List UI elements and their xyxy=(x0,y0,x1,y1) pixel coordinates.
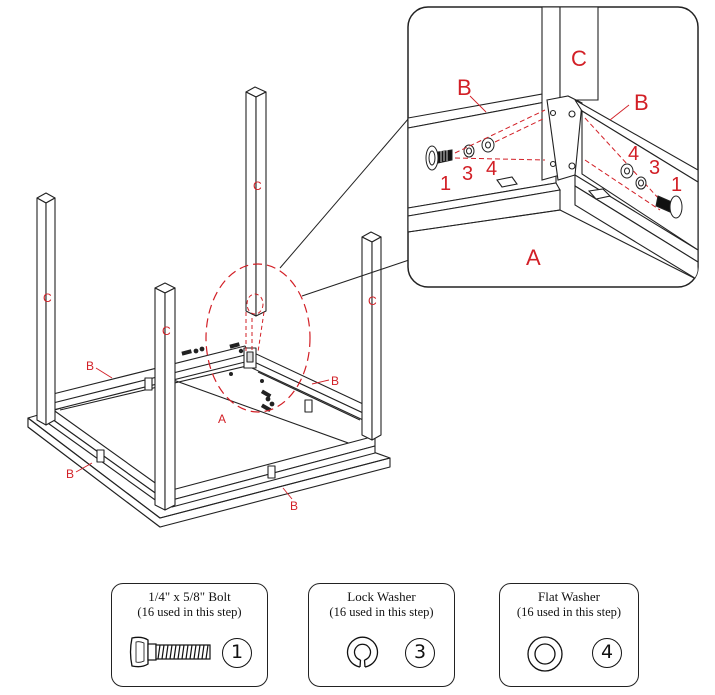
inset-label-rail-right: B xyxy=(634,90,649,115)
inset-label-lock-left: 3 xyxy=(462,163,473,185)
bolt-icon xyxy=(129,636,211,668)
part-usage: (16 used in this step) xyxy=(329,605,434,619)
part-number-badge: 4 xyxy=(592,638,622,668)
label-leg-front: C xyxy=(162,324,171,338)
label-rail-front-left: B xyxy=(66,467,74,481)
inset-hardware-right xyxy=(620,163,683,219)
part-number-badge: 1 xyxy=(222,638,252,668)
label-rail-front: B xyxy=(290,499,298,513)
part-title: Lock Washer xyxy=(347,589,416,604)
assembly-diagram: C C C C B B B B A xyxy=(27,6,699,528)
corner-hardware xyxy=(181,342,275,412)
part-title: 1/4" x 5/8" Bolt xyxy=(148,589,231,604)
inset-label-flat-right: 4 xyxy=(628,143,639,165)
callout-lines xyxy=(279,117,410,297)
part-usage: (16 used in this step) xyxy=(516,605,622,619)
part-title: Flat Washer xyxy=(538,589,600,604)
inset-hardware-left xyxy=(425,137,495,171)
label-top: A xyxy=(218,412,226,426)
part-usage: (16 used in this step) xyxy=(137,605,242,619)
table-frame xyxy=(27,86,391,528)
part-card-flat-washer: Flat Washer (16 used in this step) 4 xyxy=(499,583,639,687)
label-leg-left: C xyxy=(43,291,52,305)
inset-label-bolt-left: 1 xyxy=(440,173,451,195)
leg-back-left xyxy=(36,192,56,426)
inset-detail: C B B A 1 3 4 4 3 1 xyxy=(407,6,699,288)
label-rail-back-left: B xyxy=(86,359,94,373)
leg-center-top xyxy=(245,86,267,317)
inset-label-bolt-right: 1 xyxy=(671,174,682,196)
inset-label-lock-right: 3 xyxy=(649,157,660,179)
leg-front xyxy=(154,282,176,511)
leg-back-right xyxy=(361,231,382,441)
part-card-lock-washer: Lock Washer (16 used in this step) 3 xyxy=(308,583,455,687)
flat-washer-icon xyxy=(527,636,563,672)
focus-ellipse xyxy=(205,263,311,413)
lock-washer-icon xyxy=(346,636,379,668)
inset-label-top: A xyxy=(526,245,541,270)
label-leg-right: C xyxy=(368,294,377,308)
leg-alignment-guide xyxy=(245,293,265,353)
label-leg-center: C xyxy=(253,179,262,193)
inset-label-rail-left: B xyxy=(457,75,472,100)
part-card-bolt: 1/4" x 5/8" Bolt (16 used in this step) … xyxy=(111,583,268,687)
inset-label-leg: C xyxy=(571,46,587,71)
part-number-badge: 3 xyxy=(405,638,435,668)
label-rail-right: B xyxy=(331,374,339,388)
inset-label-flat-left: 4 xyxy=(486,158,497,180)
